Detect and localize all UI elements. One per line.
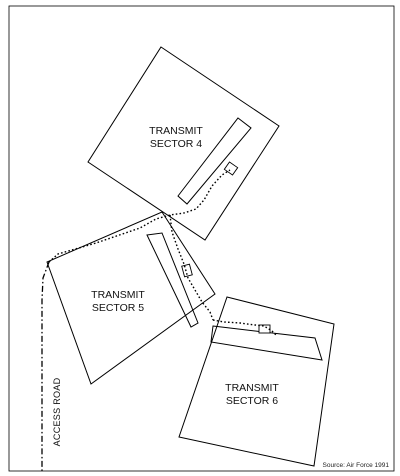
trail-to-sector-4 xyxy=(48,169,231,263)
sector-5-label-line2: SECTOR 5 xyxy=(92,302,144,314)
sector-4-antenna xyxy=(177,117,252,205)
trail-to-sector-6 xyxy=(212,319,278,337)
access-road-label: ACCESS ROAD xyxy=(52,377,62,446)
sector-5-antenna xyxy=(146,232,199,328)
map-frame xyxy=(8,5,395,472)
sector-5-label-line1: TRANSMIT xyxy=(91,289,145,301)
sector-6-plot xyxy=(178,296,335,467)
sector-4-label-line1: TRANSMIT xyxy=(149,125,203,137)
sector-6-antenna xyxy=(210,325,323,361)
sector-4-label-line2: SECTOR 4 xyxy=(150,138,202,150)
sector-4-building-icon xyxy=(223,161,239,176)
source-note: Source: Air Force 1991 xyxy=(323,462,390,469)
sector-6-label-line2: SECTOR 6 xyxy=(226,395,278,407)
sector-6-building-icon xyxy=(258,324,271,334)
access-road-line xyxy=(41,261,50,471)
sector-4-plot xyxy=(87,46,280,241)
trail-to-sector-5 xyxy=(169,214,214,321)
sector-5-plot xyxy=(46,211,216,385)
sector-6-label-line1: TRANSMIT xyxy=(225,382,279,394)
